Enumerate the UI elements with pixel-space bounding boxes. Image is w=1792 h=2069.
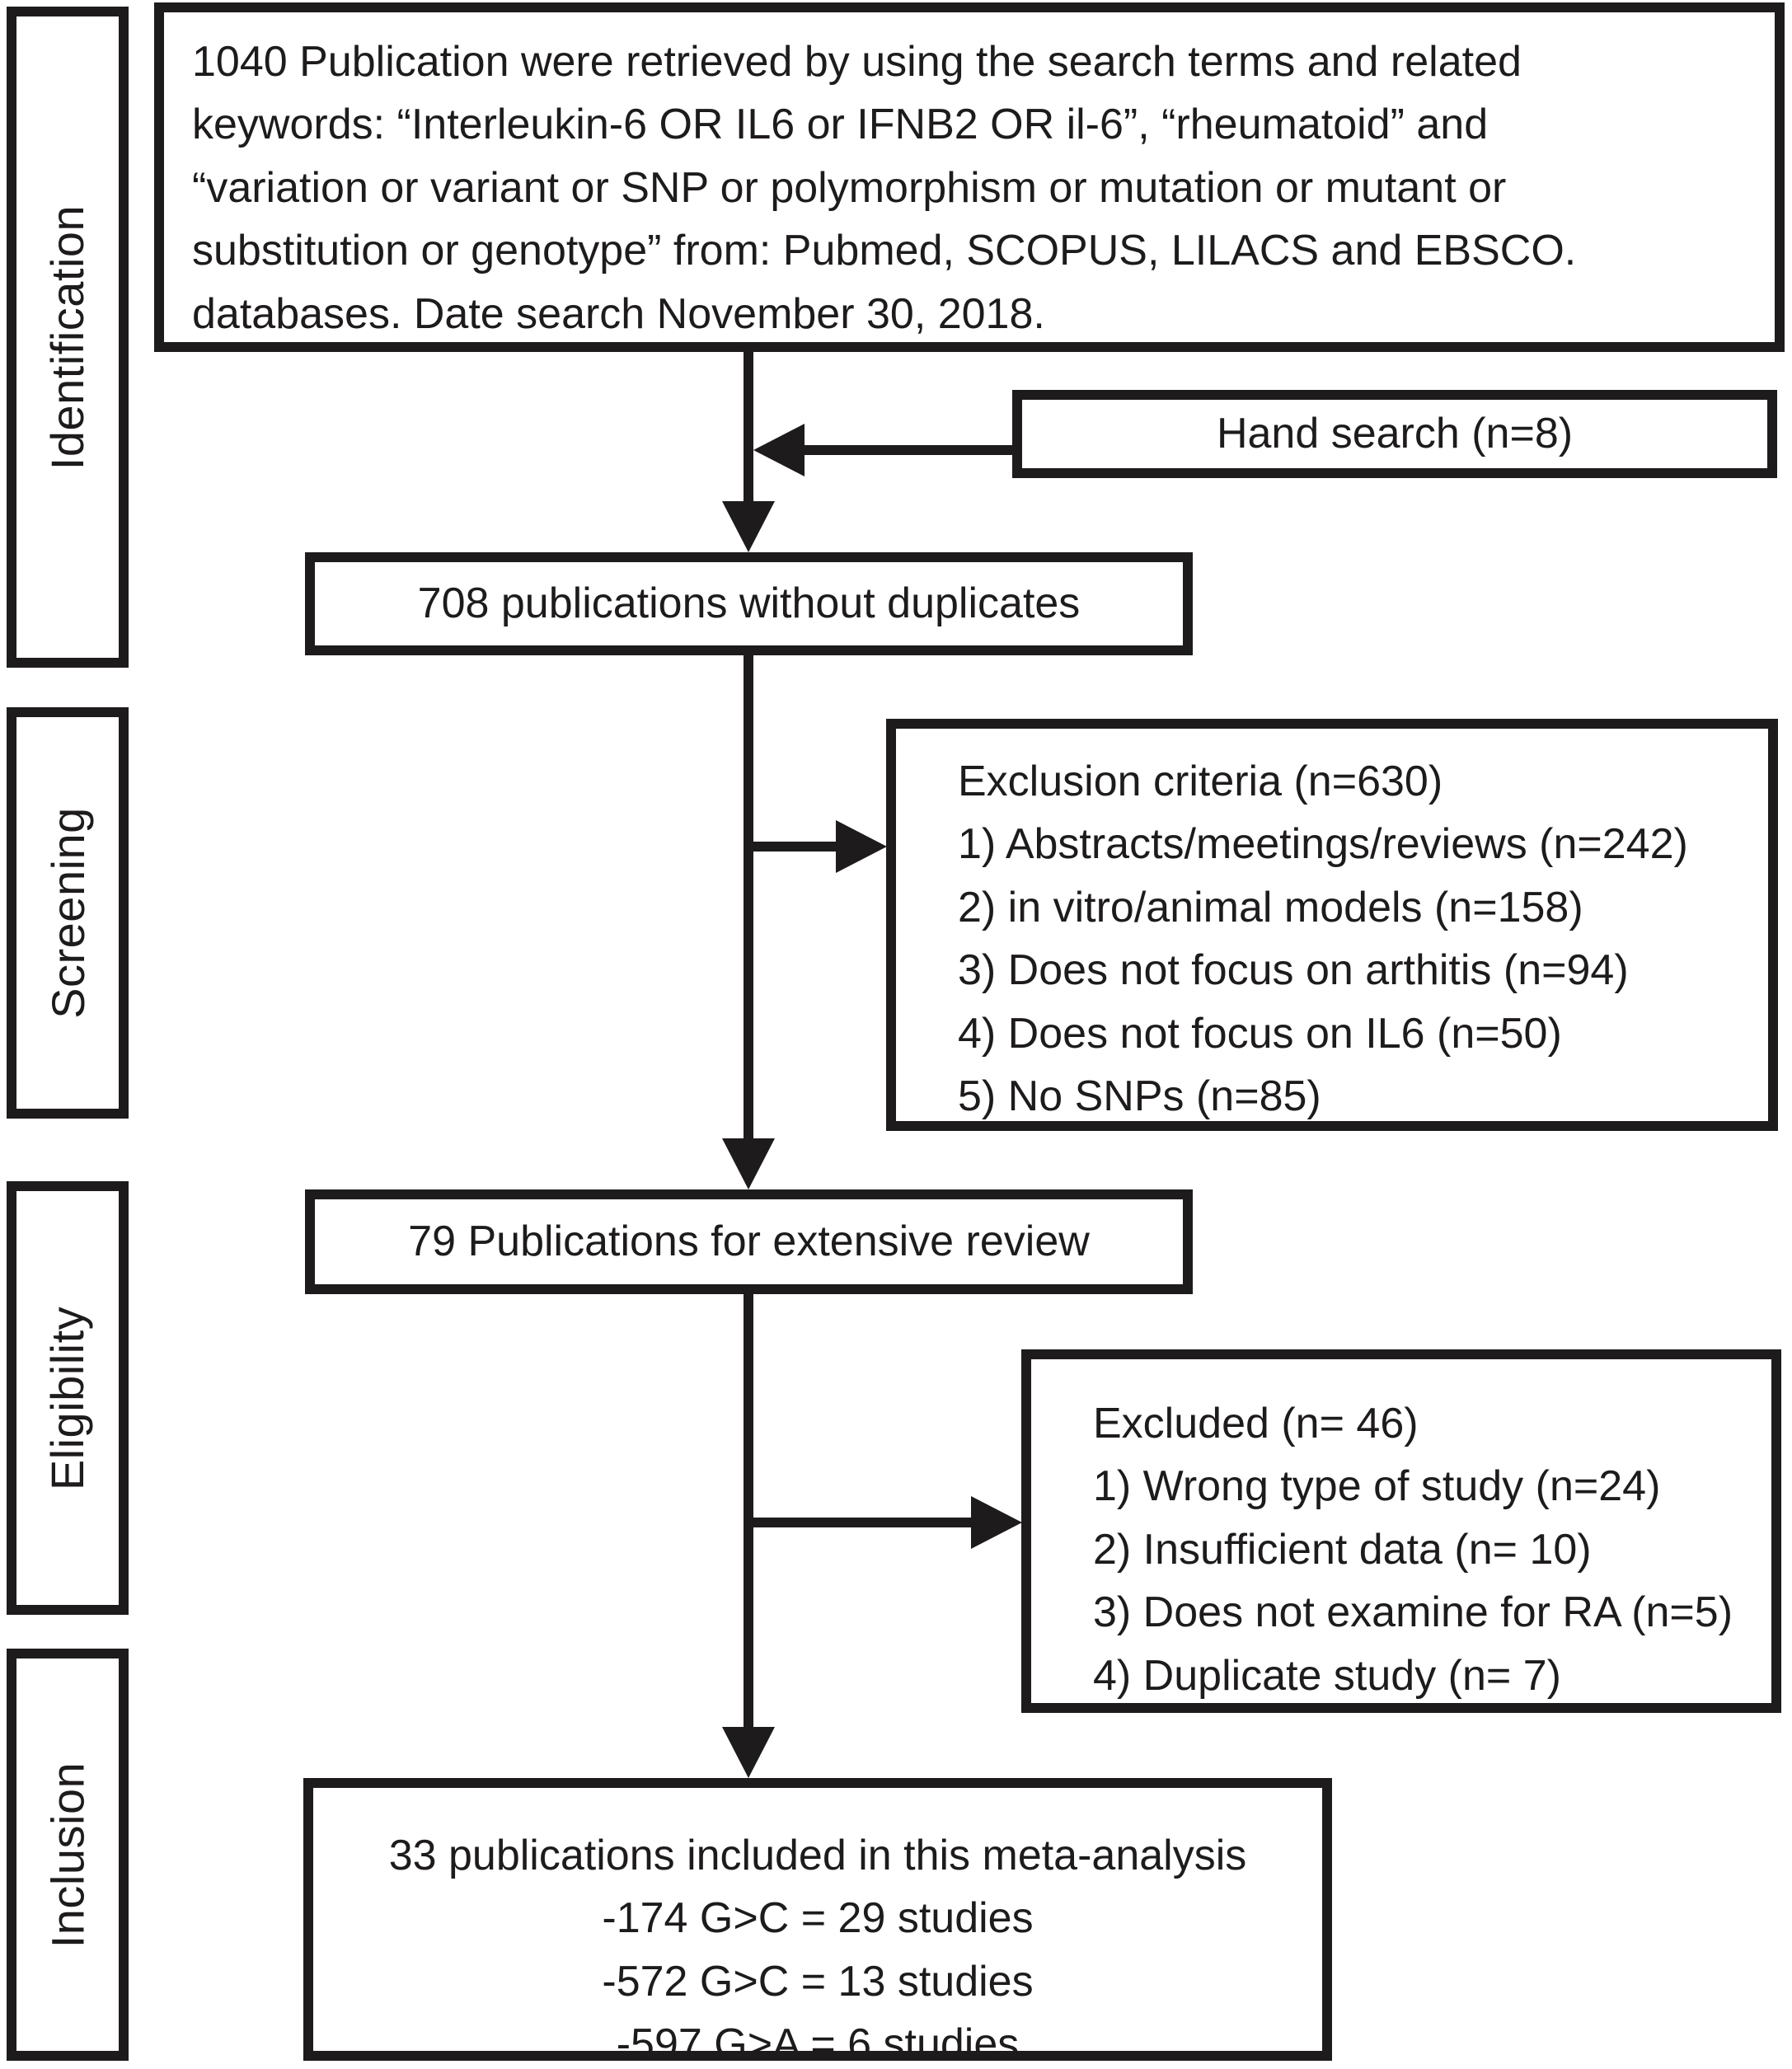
included-box: 33 publications included in this meta-an… bbox=[303, 1778, 1332, 2068]
search-results-line: 1040 Publication were retrieved by using… bbox=[192, 38, 1522, 86]
flow-line-hand-search bbox=[803, 445, 1012, 455]
flow-line-to-excluded bbox=[748, 1518, 973, 1527]
included-line: -174 G>C = 29 studies bbox=[602, 1894, 1034, 1943]
stage-identification: Identification bbox=[7, 7, 129, 668]
stage-screening-label: Screening bbox=[41, 807, 94, 1019]
extensive-review-label: 79 Publications for extensive review bbox=[408, 1217, 1090, 1266]
excluded-title: Excluded (n= 46) bbox=[1093, 1400, 1419, 1447]
exclusion-criteria-item: 5) No SNPs (n=85) bbox=[958, 1072, 1321, 1121]
arrowhead-down-to-duplicates bbox=[722, 501, 775, 552]
excluded-item: 2) Insufficient data (n= 10) bbox=[1093, 1525, 1592, 1574]
exclusion-criteria-item: 1) Abstracts/meetings/reviews (n=242) bbox=[958, 820, 1688, 869]
no-duplicates-box: 708 publications without duplicates bbox=[305, 552, 1193, 655]
search-results-line: keywords: “Interleukin-6 OR IL6 or IFNB2… bbox=[192, 101, 1489, 149]
included-title: 33 publications included in this meta-an… bbox=[388, 1832, 1247, 1879]
flow-line-review-to-included bbox=[744, 1294, 753, 1729]
exclusion-criteria-item: 3) Does not focus on arthitis (n=94) bbox=[958, 946, 1629, 995]
arrowhead-right-to-exclusion bbox=[836, 820, 887, 873]
no-duplicates-label: 708 publications without duplicates bbox=[417, 579, 1081, 628]
stage-eligibility-label: Eligibility bbox=[41, 1306, 94, 1490]
exclusion-criteria-item: 2) in vitro/animal models (n=158) bbox=[958, 883, 1583, 931]
arrowhead-down-to-included bbox=[722, 1727, 775, 1778]
search-results-line: databases. Date search November 30, 2018… bbox=[192, 289, 1045, 338]
flow-line-to-exclusion bbox=[748, 842, 837, 852]
arrowhead-down-to-review bbox=[722, 1138, 775, 1189]
arrowhead-right-to-excluded bbox=[971, 1496, 1022, 1549]
included-line: -572 G>C = 13 studies bbox=[602, 1957, 1034, 2006]
exclusion-criteria-box: Exclusion criteria (n=630) 1) Abstracts/… bbox=[886, 719, 1778, 1131]
excluded-item: 1) Wrong type of study (n=24) bbox=[1093, 1462, 1661, 1511]
arrowhead-left-from-hand-search bbox=[753, 424, 805, 476]
exclusion-criteria-item: 4) Does not focus on IL6 (n=50) bbox=[958, 1009, 1562, 1058]
included-line: -597 G>A = 6 studies bbox=[616, 2020, 1020, 2069]
exclusion-criteria-title: Exclusion criteria (n=630) bbox=[958, 758, 1443, 805]
flow-line-search-to-duplicates bbox=[744, 352, 753, 503]
excluded-box: Excluded (n= 46) 1) Wrong type of study … bbox=[1021, 1349, 1781, 1713]
stage-screening: Screening bbox=[7, 707, 129, 1119]
excluded-item: 4) Duplicate study (n= 7) bbox=[1093, 1651, 1561, 1700]
search-results-box: 1040 Publication were retrieved by using… bbox=[154, 2, 1785, 352]
hand-search-box: Hand search (n=8) bbox=[1012, 390, 1777, 478]
flow-line-duplicates-to-review bbox=[744, 655, 753, 1140]
search-results-line: substitution or genotype” from: Pubmed, … bbox=[192, 227, 1577, 275]
excluded-item: 3) Does not examine for RA (n=5) bbox=[1093, 1588, 1733, 1637]
stage-identification-label: Identification bbox=[41, 204, 94, 470]
stage-inclusion-label: Inclusion bbox=[41, 1762, 94, 1948]
stage-eligibility: Eligibility bbox=[7, 1181, 129, 1615]
search-results-line: “variation or variant or SNP or polymorp… bbox=[192, 163, 1507, 212]
extensive-review-box: 79 Publications for extensive review bbox=[305, 1189, 1193, 1294]
hand-search-label: Hand search (n=8) bbox=[1216, 410, 1574, 458]
stage-inclusion: Inclusion bbox=[7, 1649, 129, 2061]
